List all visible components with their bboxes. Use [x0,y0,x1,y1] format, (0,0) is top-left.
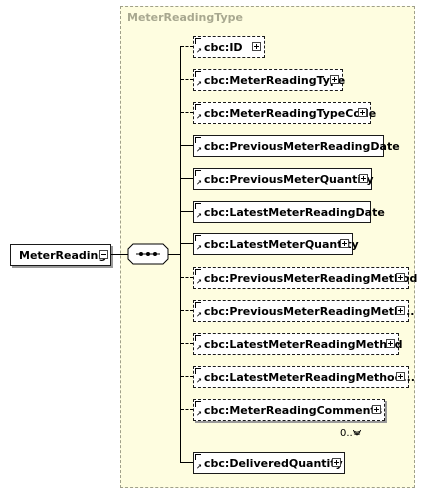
reference-arrow-icon: ↗ [196,278,202,286]
element-type-icon [195,104,202,111]
child-element-box[interactable]: ↗cbc:LatestMeterReadingDate [193,201,385,223]
reference-arrow-icon: ↗ [196,179,202,187]
element-type-icon [195,302,202,309]
connector-child-8 [181,310,193,311]
connector-child-4 [181,178,193,179]
reference-arrow-icon: ↗ [196,377,202,385]
connector-root-sequence [111,254,128,255]
expand-icon[interactable] [372,405,381,414]
child-element-box[interactable]: ↗cbc:LatestMeterReadingMethod [193,333,403,355]
root-element-meterreading[interactable]: MeterReading [10,244,111,266]
child-element-box[interactable]: ↗cbc:PreviousMeterQuantity [193,168,374,190]
element-type-icon [195,401,202,408]
child-element-label: cbc:LatestMeterReadingDate [204,206,385,219]
expand-icon[interactable] [332,458,341,467]
root-element-label: MeterReading [19,249,107,262]
reference-arrow-icon: ↗ [196,344,202,352]
element-type-icon [195,335,202,342]
child-element-box[interactable]: ↗cbc:MeterReadingType [193,69,346,91]
child-element-label: cbc:MeterReadingComments [204,404,383,417]
element-type-icon [195,203,202,210]
element-type-icon [195,71,202,78]
complex-type-title: MeterReadingType [127,11,243,24]
child-element-box[interactable]: ↗cbc:PreviousMeterReadingMeth... [193,300,414,322]
child-element-label: cbc:MeterReadingTypeCode [204,107,377,120]
collapse-icon[interactable] [99,250,108,259]
element-type-icon [195,235,202,242]
connector-child-1 [181,79,193,80]
expand-icon[interactable] [340,239,349,248]
element-type-icon [195,38,202,45]
expand-icon[interactable] [359,174,368,183]
child-element-box[interactable]: ↗cbc:LatestMeterReadingMethod... [193,366,415,388]
connector-child-6 [181,243,193,244]
repeat-marker-icon [352,421,362,436]
connector-child-12 [181,462,193,463]
connector-child-0 [181,46,193,47]
child-element-label: cbc:LatestMeterQuantity [204,238,359,251]
expand-icon[interactable] [358,108,367,117]
expand-icon[interactable] [330,75,339,84]
child-element-label: cbc:LatestMeterReadingMethod... [204,371,415,384]
child-element-label: cbc:ID [204,41,243,54]
expand-icon[interactable] [396,372,405,381]
cardinality-label: 0..∞ [340,428,362,439]
reference-arrow-icon: ↗ [196,311,202,319]
child-element-box[interactable]: ↗cbc:PreviousMeterReadingDate [193,135,400,157]
reference-arrow-icon: ↗ [196,463,202,471]
reference-arrow-icon: ↗ [196,113,202,121]
connector-child-3 [181,145,193,146]
child-element-label: cbc:DeliveredQuantity [204,457,343,470]
expand-icon[interactable] [386,339,395,348]
child-element-label: cbc:PreviousMeterQuantity [204,173,374,186]
expand-icon[interactable] [396,273,405,282]
connector-child-5 [181,211,193,212]
element-type-icon [195,170,202,177]
connector-child-2 [181,112,193,113]
child-element-box[interactable]: ↗cbc:PreviousMeterReadingMethod [193,267,417,289]
child-element-box[interactable]: ↗cbc:DeliveredQuantity [193,452,345,474]
element-type-icon [195,269,202,276]
child-element-box[interactable]: ↗cbc:ID [193,36,265,58]
reference-arrow-icon: ↗ [196,212,202,220]
child-element-box[interactable]: ↗cbc:LatestMeterQuantity [193,233,359,255]
connector-child-11 [181,409,193,410]
child-element-box[interactable]: ↗cbc:MeterReadingTypeCode [193,102,376,124]
reference-arrow-icon: ↗ [196,47,202,55]
reference-arrow-icon: ↗ [196,244,202,252]
element-type-icon [195,368,202,375]
child-element-box[interactable]: ↗cbc:MeterReadingComments [193,399,385,421]
child-element-label: cbc:PreviousMeterReadingMethod [204,272,418,285]
expand-icon[interactable] [252,42,261,51]
child-element-label: cbc:PreviousMeterReadingMeth... [204,305,415,318]
reference-arrow-icon: ↗ [196,146,202,154]
reference-arrow-icon: ↗ [196,80,202,88]
element-type-icon [195,137,202,144]
child-element-label: cbc:PreviousMeterReadingDate [204,140,400,153]
connector-child-9 [181,343,193,344]
connector-child-7 [181,277,193,278]
expand-icon[interactable] [396,306,405,315]
element-type-icon [195,454,202,461]
sequence-vertical-spine [180,46,181,463]
connector-child-10 [181,376,193,377]
reference-arrow-icon: ↗ [196,410,202,418]
sequence-compositor-icon[interactable] [127,243,169,265]
child-element-label: cbc:LatestMeterReadingMethod [204,338,403,351]
connector-sequence-trunk [168,254,181,255]
child-element-label: cbc:MeterReadingType [204,74,346,87]
